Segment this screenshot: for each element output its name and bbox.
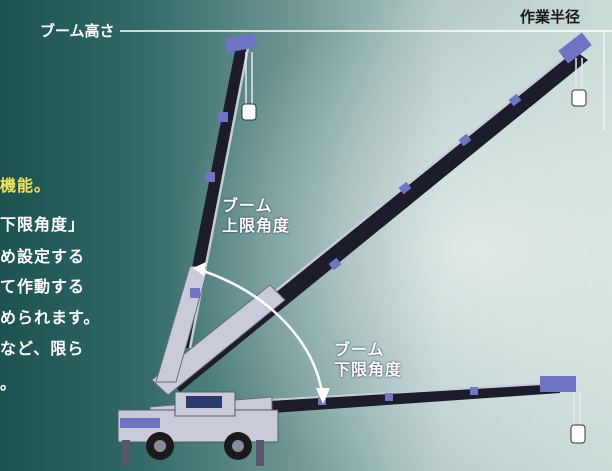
left-text-line-3: め設定する: [0, 247, 86, 266]
angle-arc: [193, 262, 330, 404]
lower-boom: [149, 376, 586, 444]
upper-limit-label: ブーム 上限角度: [222, 196, 290, 236]
left-text-line-7: 。: [0, 374, 18, 393]
boom-height-label: ブーム高さ: [40, 22, 115, 40]
left-text-line-4: て作動する: [0, 277, 86, 296]
crane-carrier: [117, 391, 279, 466]
upper-boom: [155, 33, 257, 383]
left-text-line-2: 下限角度」: [0, 215, 86, 234]
working-radius-label: 作業半径: [520, 8, 581, 26]
upper-limit-label-line-2: 上限角度: [222, 216, 291, 235]
left-text-line-1: 機能。: [0, 176, 52, 195]
lower-limit-label: ブーム 下限角度: [334, 340, 402, 380]
lower-limit-label-line-1: ブーム: [334, 340, 385, 359]
left-text-line-6: など、限ら: [0, 339, 85, 358]
lower-limit-label-line-2: 下限角度: [334, 360, 403, 379]
middle-boom: [151, 32, 592, 396]
upper-limit-label-line-1: ブーム: [222, 196, 273, 215]
left-text-line-5: められます。: [0, 308, 101, 327]
